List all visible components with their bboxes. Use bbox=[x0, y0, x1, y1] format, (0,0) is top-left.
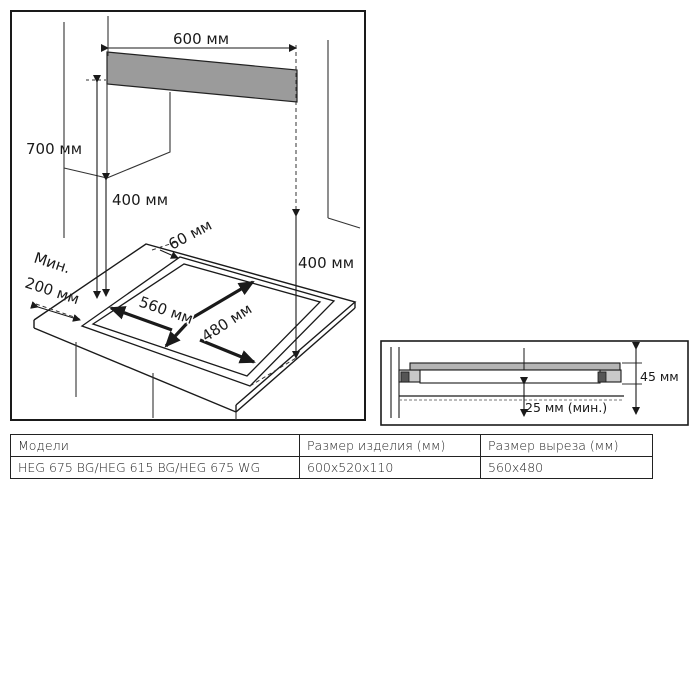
cell-cutout-size: 560x480 bbox=[480, 456, 653, 479]
dimension-480-arrow bbox=[191, 280, 255, 320]
dimension-700-label: 700 мм bbox=[26, 140, 82, 158]
table-row: HEG 675 BG/HEG 615 BG/HEG 675 WG 600x520… bbox=[10, 456, 653, 479]
dimension-400-right-label: 400 мм bbox=[298, 254, 354, 272]
main-diagram-panel: 600 мм 700 мм 400 мм 400 мм bbox=[10, 10, 366, 421]
countertop bbox=[33, 243, 357, 413]
section-hob-glass bbox=[409, 362, 621, 371]
spec-table-header-row: Модели Размер изделия (мм) Размер выреза… bbox=[10, 434, 653, 457]
dimension-560-arrow bbox=[109, 306, 173, 332]
gap-25-label: 25 мм (мин.) bbox=[525, 400, 607, 415]
cell-models: HEG 675 BG/HEG 615 BG/HEG 675 WG bbox=[10, 456, 300, 479]
dimension-560-arrow-right bbox=[199, 338, 256, 364]
cell-product-size: 600x520x110 bbox=[299, 456, 481, 479]
header-product-size: Размер изделия (мм) bbox=[299, 434, 481, 457]
dimension-60-line bbox=[159, 249, 179, 259]
header-models: Модели bbox=[10, 434, 300, 457]
section-hob-body bbox=[419, 369, 601, 384]
dimension-600-label: 600 мм bbox=[173, 30, 229, 48]
hob-cutout bbox=[80, 256, 336, 387]
dimension-400-left-label: 400 мм bbox=[112, 191, 168, 209]
range-hood-front bbox=[106, 51, 298, 103]
section-clamp-left bbox=[400, 371, 410, 383]
section-clamp-right bbox=[597, 371, 607, 383]
spec-table: Модели Размер изделия (мм) Размер выреза… bbox=[10, 434, 653, 479]
section-diagram-panel: 25 мм (мин.) 45 мм bbox=[380, 340, 689, 426]
thickness-45-label: 45 мм bbox=[640, 369, 679, 384]
header-cutout-size: Размер выреза (мм) bbox=[480, 434, 653, 457]
dimension-480-arrow-lower bbox=[164, 318, 192, 348]
cabinet-legs bbox=[75, 342, 237, 420]
dimension-200-line bbox=[30, 301, 81, 322]
